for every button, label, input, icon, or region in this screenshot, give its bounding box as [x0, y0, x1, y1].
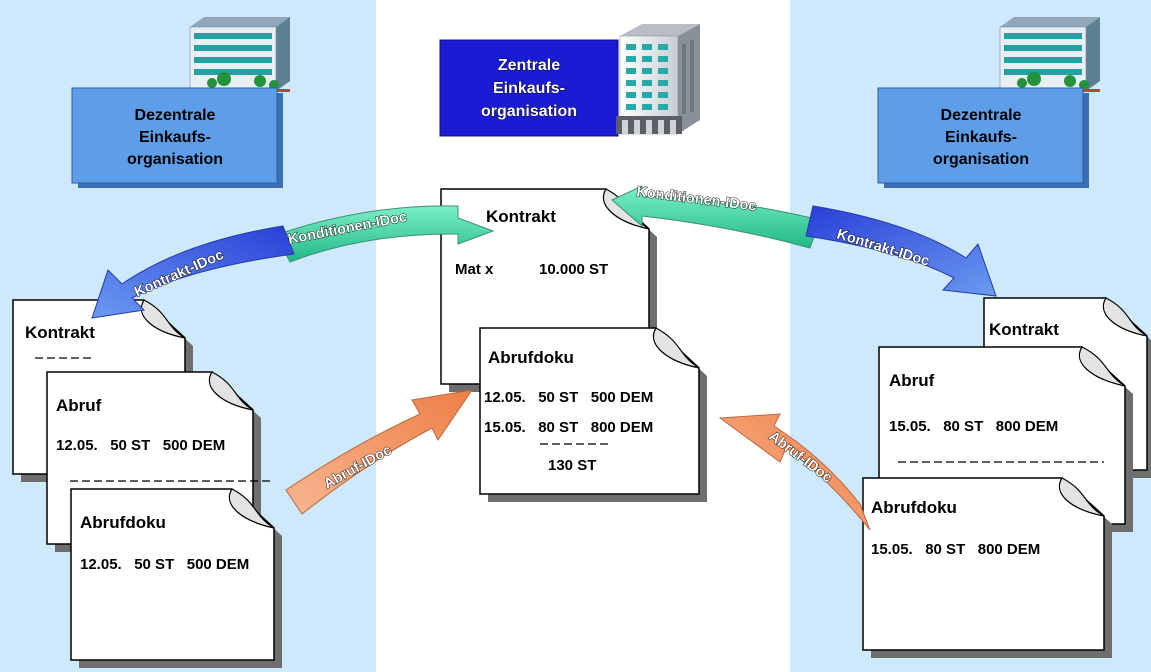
left-header-box — [71, 87, 278, 184]
center-kontrakt-title: Kontrakt — [486, 207, 556, 226]
left-header-line3: organisation — [127, 151, 223, 168]
left-building-icon — [189, 17, 290, 92]
center-kontrakt-material: Mat x — [455, 261, 494, 278]
left-kontrakt-title: Kontrakt — [25, 323, 95, 342]
left-konditionen-arrow — [275, 205, 495, 263]
left-abruf-row: 12.05. 50 ST 500 DEM — [56, 437, 225, 454]
right-abruf-row: 15.05. 80 ST 800 DEM — [889, 418, 1058, 435]
central-office-tower-icon — [616, 24, 700, 135]
right-abruf-title: Abruf — [889, 371, 935, 390]
right-header-box — [877, 87, 1084, 184]
center-kontrakt-quantity: 10.000 ST — [539, 261, 608, 278]
left-kontrakt-arrow — [91, 225, 295, 319]
right-header-line2: Einkaufs- — [945, 129, 1017, 146]
center-header-line3: organisation — [481, 103, 577, 120]
right-abruf-arrow — [718, 413, 871, 531]
right-header-line1: Dezentrale — [941, 107, 1022, 124]
right-abrufdoku-document — [862, 477, 1112, 658]
right-kontrakt-title: Kontrakt — [989, 320, 1059, 339]
center-abrufdoku-row1: 12.05. 50 ST 500 DEM — [484, 389, 653, 406]
right-abrufdoku-title: Abrufdoku — [871, 498, 957, 517]
right-kontrakt-arrow — [805, 205, 997, 297]
center-abrufdoku-document — [479, 327, 707, 502]
left-abruf-title: Abruf — [56, 396, 102, 415]
center-header-line2: Einkaufs- — [493, 80, 565, 97]
center-abrufdoku-total: 130 ST — [548, 457, 596, 474]
left-abruf-arrow — [285, 389, 474, 515]
center-abrufdoku-title: Abrufdoku — [488, 348, 574, 367]
right-abrufdoku-row: 15.05. 80 ST 800 DEM — [871, 541, 1040, 558]
left-abrufdoku-row: 12.05. 50 ST 500 DEM — [80, 556, 249, 573]
right-header-line3: organisation — [933, 151, 1029, 168]
center-abrufdoku-row2: 15.05. 80 ST 800 DEM — [484, 419, 653, 436]
center-header-line1: Zentrale — [498, 57, 560, 74]
left-abrufdoku-title: Abrufdoku — [80, 513, 166, 532]
left-header-line2: Einkaufs- — [139, 129, 211, 146]
center-header-box — [439, 39, 619, 137]
left-abrufdoku-document — [70, 488, 282, 668]
left-header-line1: Dezentrale — [135, 107, 216, 124]
right-building-icon — [999, 17, 1100, 92]
